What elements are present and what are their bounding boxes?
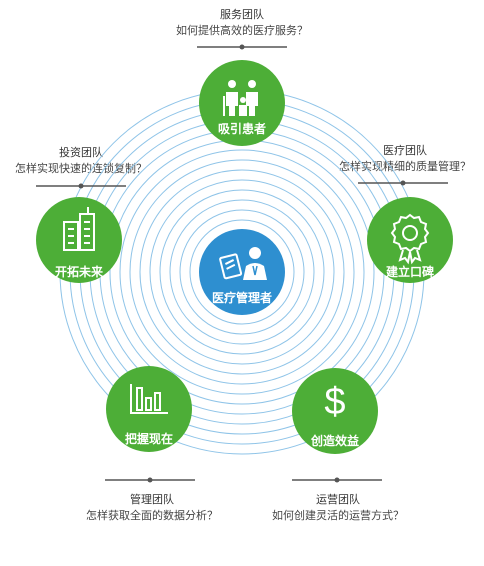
team-title: 医疗团队: [383, 144, 427, 157]
bar-chart-icon: [130, 384, 168, 414]
team-title: 投资团队: [59, 146, 103, 159]
team-question: 怎样获取全面的数据分析？: [86, 509, 218, 522]
team-question: 如何提供高效的医疗服务？: [176, 24, 308, 37]
ring: [119, 149, 365, 395]
node-label: 创造效益: [310, 433, 359, 448]
node-bottom-left: 把握现在: [106, 366, 192, 452]
team-service-label: 服务团队 如何提供高效的医疗服务？: [142, 7, 342, 39]
team-title: 管理团队: [130, 493, 174, 506]
team-medical-label: 医疗团队 怎样实现精细的质量管理？: [330, 143, 480, 175]
node-right: 建立口碑: [367, 197, 453, 283]
node-label: 建立口碑: [385, 264, 434, 279]
ring: [169, 199, 315, 345]
team-operation-label: 运营团队 如何创建灵活的运营方式？: [258, 492, 418, 524]
separator-dot-management: [147, 477, 153, 483]
team-management-label: 管理团队 怎样获取全面的数据分析？: [72, 492, 232, 524]
node-label: 吸引患者: [218, 121, 266, 136]
center-node: 医疗管理者: [199, 229, 285, 315]
node-circle: [199, 60, 285, 146]
separator-dot-service: [239, 44, 245, 50]
node-circle: [292, 368, 378, 454]
separator-lines: [36, 44, 448, 483]
node-bottom-right: $ 创造效益: [292, 368, 378, 454]
city-buildings-icon: [63, 207, 95, 251]
ring: [129, 159, 355, 385]
team-question: 怎样实现精细的质量管理？: [339, 160, 471, 173]
ring: [159, 189, 325, 355]
node-label: 把握现在: [125, 431, 173, 446]
team-question: 如何创建灵活的运营方式？: [272, 509, 404, 522]
center-label: 医疗管理者: [212, 290, 272, 305]
separator-dot-medical: [400, 180, 406, 186]
team-question: 怎样实现快速的连锁复制？: [15, 162, 147, 175]
team-title: 运营团队: [316, 493, 360, 506]
dollar-icon: $: [324, 381, 345, 423]
ring: [149, 179, 335, 365]
team-investment-label: 投资团队 怎样实现快速的连锁复制？: [6, 145, 156, 177]
separator-dot-operation: [334, 477, 340, 483]
node-label: 开拓未来: [55, 264, 104, 279]
center-circle: [199, 229, 285, 315]
manager-with-document-icon: [219, 247, 267, 280]
separator-dot-investment: [78, 183, 84, 189]
family-icon: [223, 80, 258, 116]
node-top: 吸引患者: [199, 60, 285, 146]
ring: [139, 169, 345, 375]
node-left: 开拓未来: [36, 197, 122, 283]
award-badge-icon: [390, 213, 430, 265]
team-title: 服务团队: [220, 8, 264, 21]
ring: [189, 219, 295, 325]
ring: [179, 209, 305, 335]
